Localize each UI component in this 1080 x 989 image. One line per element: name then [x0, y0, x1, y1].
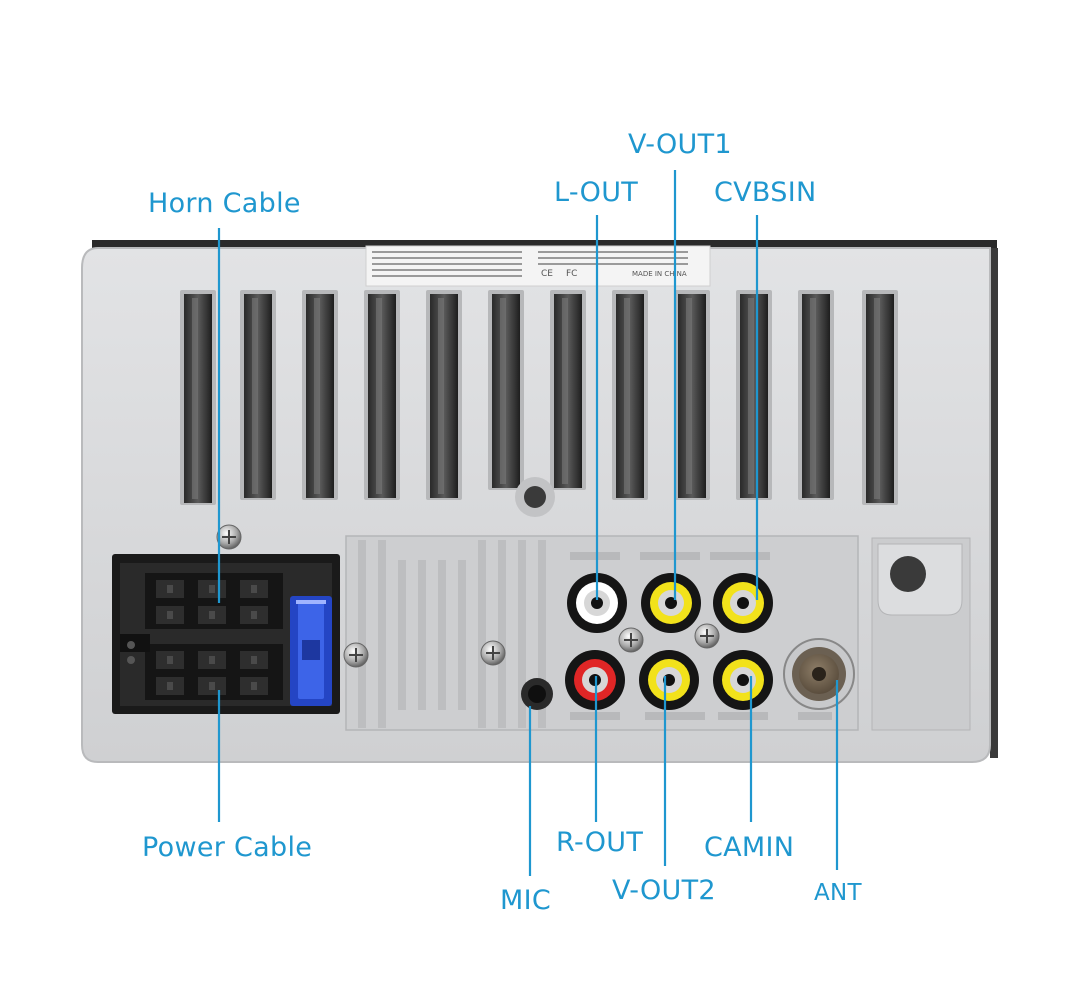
rca-jack-v-out1 — [641, 573, 701, 633]
leader-lines — [217, 170, 839, 876]
vent-slot-highlight — [624, 298, 630, 494]
io-plate-ribs — [358, 540, 546, 728]
ce-mark: CE — [541, 269, 553, 279]
connector-pin — [251, 682, 257, 690]
label-power-cable: Power Cable — [142, 832, 313, 863]
screw-icon — [343, 642, 369, 668]
mic-jack-hole — [528, 685, 546, 703]
label-v-out1: V-OUT1 — [628, 129, 732, 160]
unit-side-edge — [990, 248, 998, 758]
fuse-icon — [290, 596, 332, 706]
antenna-hole — [890, 556, 926, 592]
label-horn-cable: Horn Cable — [148, 188, 301, 219]
label-mic: MIC — [500, 885, 552, 916]
sticker-lines — [372, 251, 688, 277]
rca-center-pin — [737, 674, 749, 686]
label-ant: ANT — [814, 880, 862, 906]
vent-slot-highlight — [500, 298, 506, 484]
connector-pin — [251, 611, 257, 619]
vent-slot-highlight — [192, 298, 198, 499]
vent-slot-highlight — [252, 298, 258, 494]
connector-pin — [167, 682, 173, 690]
fcc-mark: FC — [566, 269, 577, 279]
connector-pin — [251, 585, 257, 593]
antenna-socket-icon — [783, 638, 855, 710]
vent-slot-highlight — [438, 298, 444, 494]
connector-pin — [209, 585, 215, 593]
rca-center-pin — [737, 597, 749, 609]
connector-pin — [209, 656, 215, 664]
rca-jack-cvbsin — [713, 573, 773, 633]
connector-pin — [167, 656, 173, 664]
vent-slot-highlight — [376, 298, 382, 494]
screw-icon — [618, 627, 644, 653]
screw-icon — [694, 623, 720, 649]
connector-pin — [167, 585, 173, 593]
vent-slot-highlight — [686, 298, 692, 494]
label-cvbsin: CVBSIN — [714, 177, 817, 208]
rca-center-pin — [591, 597, 603, 609]
label-v-out2: V-OUT2 — [612, 875, 716, 906]
label-r-out: R-OUT — [556, 827, 644, 858]
connector-pin — [209, 611, 215, 619]
rca-jack-l-out — [567, 573, 627, 633]
label-camin: CAMIN — [704, 832, 795, 863]
mount-hole — [524, 486, 546, 508]
iso-connector-icon — [112, 554, 340, 714]
vent-slot-highlight — [562, 298, 568, 484]
label-l-out: L-OUT — [554, 177, 639, 208]
vent-slot-highlight — [314, 298, 320, 494]
rca-jack-camin — [713, 650, 773, 710]
vent-slot-highlight — [810, 298, 816, 494]
ventilation-fins — [180, 290, 898, 505]
screw-icon — [216, 524, 242, 550]
connector-pin — [209, 682, 215, 690]
vent-slot-highlight — [748, 298, 754, 494]
rca-jack-v-out2 — [639, 650, 699, 710]
connector-pin — [167, 611, 173, 619]
vent-slot-highlight — [874, 298, 880, 499]
screw-icon — [480, 640, 506, 666]
made-in-china-text: MADE IN CHINA — [632, 270, 687, 278]
connector-pin — [251, 656, 257, 664]
